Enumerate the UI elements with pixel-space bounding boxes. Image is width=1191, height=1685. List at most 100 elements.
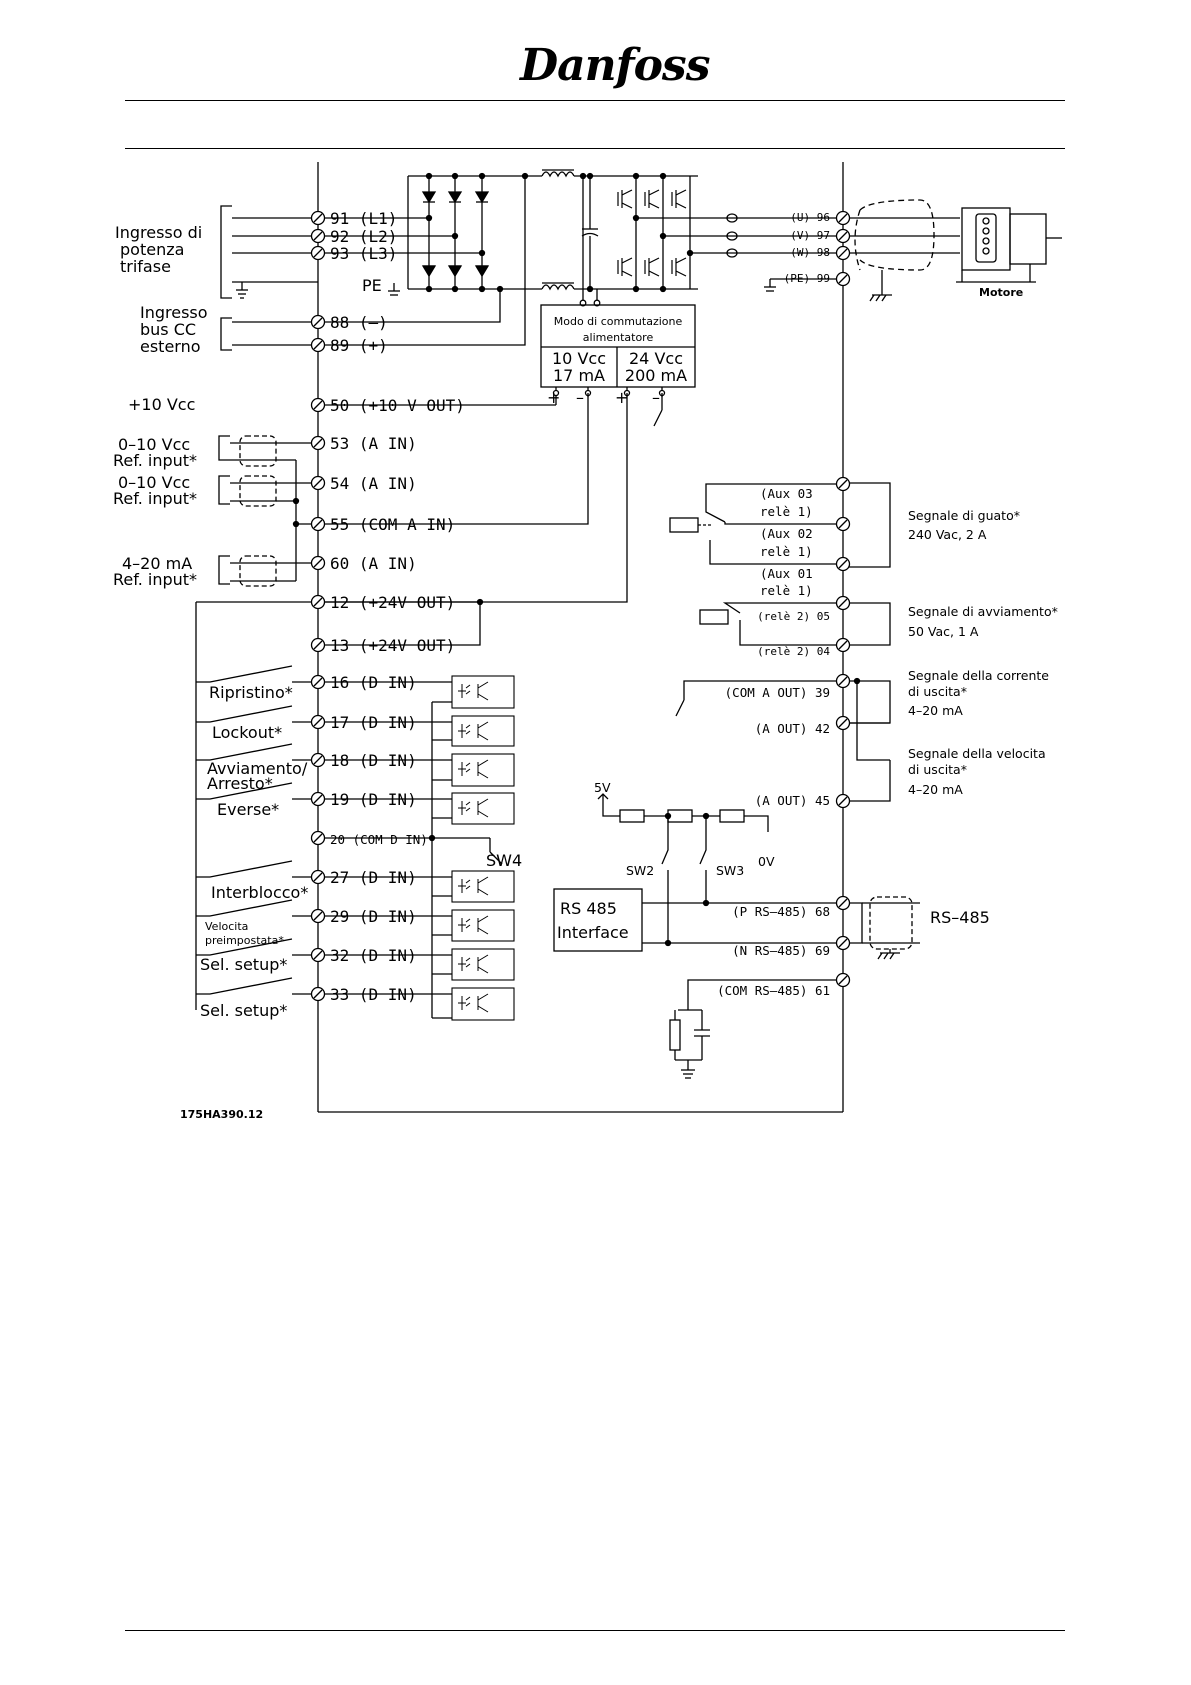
smps-10v-label: 10 Vcc xyxy=(552,349,606,368)
dc-link xyxy=(525,169,698,307)
svg-text:Ingresso: Ingresso xyxy=(140,303,208,322)
header-rule-top xyxy=(125,100,1065,101)
svg-text:di uscita*: di uscita* xyxy=(908,684,967,699)
left-terminal-screw-slot xyxy=(313,989,323,999)
left-terminal-screw-slot xyxy=(313,400,323,410)
right-terminal-screw-slot xyxy=(838,938,848,948)
right-terminal-label: (W) 98 xyxy=(790,246,830,259)
left-terminal-label: 12 (+24V OUT) xyxy=(330,593,455,612)
left-terminal-label: 50 (+10 V OUT) xyxy=(330,396,465,415)
right-terminal-screw-slot xyxy=(838,598,848,608)
setup-label-1: Sel. setup* xyxy=(200,955,287,974)
smps-plus-2: + xyxy=(615,388,628,407)
left-terminal-label: 33 (D IN) xyxy=(330,985,417,1004)
rs485-box-label-2: Interface xyxy=(557,923,629,942)
left-terminal-screw-slot xyxy=(313,340,323,350)
left-terminal-label: 19 (D IN) xyxy=(330,790,417,809)
header-rule-bottom xyxy=(125,148,1065,149)
left-terminal-screw-slot xyxy=(313,597,323,607)
sw3-label: SW3 xyxy=(716,863,744,878)
right-terminal-screw-slot xyxy=(838,559,848,569)
svg-text:esterno: esterno xyxy=(140,337,201,356)
optocoupler-icon xyxy=(458,876,489,896)
reverse-label: Everse* xyxy=(217,800,279,819)
optocoupler-icon xyxy=(458,915,489,935)
5v-label: 5V xyxy=(594,780,611,795)
relay-outputs xyxy=(669,482,891,646)
left-terminal-screw-slot xyxy=(313,911,323,921)
analog-outputs xyxy=(675,677,891,802)
svg-text:Ref. input*: Ref. input* xyxy=(113,451,197,470)
left-terminal-label: 60 (A IN) xyxy=(330,554,417,573)
right-terminal-label: (N RS–485) 69 xyxy=(732,943,830,958)
0v-label: 0V xyxy=(758,854,775,869)
ref-input-1-label: 0–10 Vcc Ref. input* xyxy=(113,435,197,470)
svg-text:Ref. input*: Ref. input* xyxy=(113,489,197,508)
right-terminal-screw-slot xyxy=(838,975,848,985)
optocoupler-icon xyxy=(458,798,489,818)
sw2-label: SW2 xyxy=(626,863,654,878)
right-terminal-label: (P RS–485) 68 xyxy=(732,904,830,919)
smps-17ma-label: 17 mA xyxy=(553,366,605,385)
left-terminal-screw-slot xyxy=(313,317,323,327)
left-terminal-screw-slot xyxy=(313,438,323,448)
right-terminal-label: (COM A OUT) 39 xyxy=(725,685,830,700)
left-terminal-screw-slot xyxy=(313,755,323,765)
start-signal-label: Segnale di avviamento* 50 Vac, 1 A xyxy=(908,604,1058,639)
svg-text:bus CC: bus CC xyxy=(140,320,196,339)
right-terminal-screw-slot xyxy=(838,718,848,728)
svg-text:trifase: trifase xyxy=(120,257,171,276)
start-stop-label-1: Avviamento/ xyxy=(207,759,308,778)
svg-text:0–10 Vcc: 0–10 Vcc xyxy=(118,435,190,454)
right-terminal-screw-slot xyxy=(838,479,848,489)
optocoupler-icon xyxy=(458,681,489,701)
rs485-label: RS–485 xyxy=(930,908,990,927)
optocoupler-icon xyxy=(458,954,489,974)
smps-label-2: alimentatore xyxy=(583,331,654,344)
left-terminal-screw-slot xyxy=(313,231,323,241)
left-terminal-screw-slot xyxy=(313,248,323,258)
left-terminal-label: 27 (D IN) xyxy=(330,868,417,887)
right-terminal-label: (PE) 99 xyxy=(784,272,830,285)
doc-code: 175HA390.12 xyxy=(180,1108,263,1121)
left-terminal-screw-slot xyxy=(313,794,323,804)
plus10v-label: +10 Vcc xyxy=(128,395,195,414)
left-terminal-screw-slot xyxy=(313,950,323,960)
left-terminal-label: 54 (A IN) xyxy=(330,474,417,493)
svg-text:4–20 mA: 4–20 mA xyxy=(908,703,963,718)
svg-text:Ref. input*: Ref. input* xyxy=(113,570,197,589)
right-terminal-screw-slot xyxy=(838,274,848,284)
left-terminal-label: 91 (L1) xyxy=(330,209,397,228)
rectifier-bridge xyxy=(318,172,529,346)
right-terminal-label: (relè 2) 04 xyxy=(757,645,830,658)
svg-text:4–20 mA: 4–20 mA xyxy=(122,554,192,573)
preset-speed-label-1: Velocita xyxy=(205,920,248,933)
svg-text:di uscita*: di uscita* xyxy=(908,762,967,777)
motor-output xyxy=(764,199,1062,302)
terminal-screws xyxy=(310,210,851,1002)
smps-minus-2: – xyxy=(652,388,660,407)
svg-text:Segnale di guato*: Segnale di guato* xyxy=(908,508,1020,523)
right-terminal-screw-slot xyxy=(838,676,848,686)
svg-text:0–10 Vcc: 0–10 Vcc xyxy=(118,473,190,492)
right-terminal-label: (Aux 01 xyxy=(760,566,813,581)
mains-input-label: Ingresso di potenza trifase xyxy=(115,223,202,276)
smps-minus-1: – xyxy=(576,388,584,407)
right-terminal-label: relè 1) xyxy=(760,544,813,559)
left-terminal-label: 89 (+) xyxy=(330,336,388,355)
left-terminal-label: 20 (COM D IN) xyxy=(330,832,428,847)
left-terminal-label: 93 (L3) xyxy=(330,244,397,263)
right-terminal-screw-slot xyxy=(838,796,848,806)
optocoupler-icon xyxy=(458,721,489,741)
speed-output-label: Segnale della velocita di uscita* 4–20 m… xyxy=(908,746,1046,797)
smps-24v-label: 24 Vcc xyxy=(629,349,683,368)
right-terminal-label: (Aux 02 xyxy=(760,526,813,541)
left-terminal-label: 55 (COM A IN) xyxy=(330,515,455,534)
left-terminal-screw-slot xyxy=(313,677,323,687)
fault-signal-label: Segnale di guato* 240 Vac, 2 A xyxy=(908,508,1020,542)
left-terminal-label: 32 (D IN) xyxy=(330,946,417,965)
right-terminal-label: (Aux 03 xyxy=(760,486,813,501)
left-terminal-screw-slot xyxy=(313,213,323,223)
